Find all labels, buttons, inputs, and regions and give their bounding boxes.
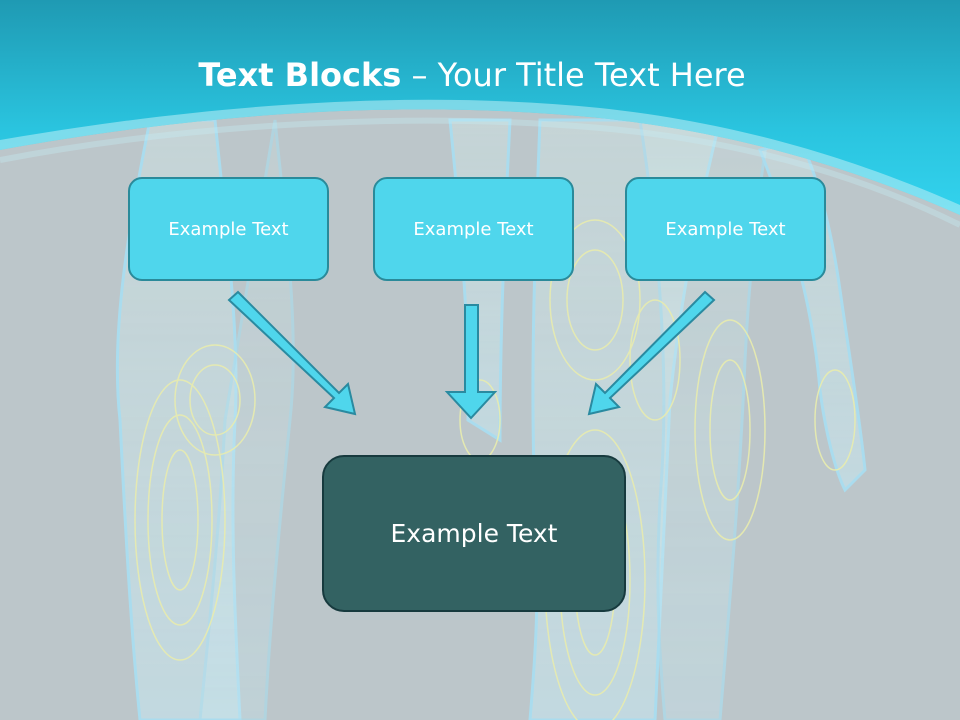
header-wave-highlight xyxy=(0,99,960,215)
arrow-down xyxy=(444,304,498,420)
text-block-left[interactable]: Example Text xyxy=(128,177,329,281)
contour-lines xyxy=(134,219,856,720)
text-block-right-label: Example Text xyxy=(665,218,786,240)
title-bold: Text Blocks xyxy=(198,56,402,94)
text-block-middle-label: Example Text xyxy=(413,218,534,240)
text-block-left-label: Example Text xyxy=(168,218,289,240)
arrow-left-diagonal xyxy=(227,290,357,416)
text-block-middle[interactable]: Example Text xyxy=(373,177,574,281)
text-block-center-label: Example Text xyxy=(390,519,558,548)
slide-title: Text Blocks – Your Title Text Here xyxy=(0,54,944,96)
arrow-right-diagonal xyxy=(587,290,716,416)
text-block-center[interactable]: Example Text xyxy=(322,455,626,612)
title-separator: – xyxy=(401,56,438,94)
text-block-right[interactable]: Example Text xyxy=(625,177,826,281)
title-rest: Your Title Text Here xyxy=(437,56,746,94)
